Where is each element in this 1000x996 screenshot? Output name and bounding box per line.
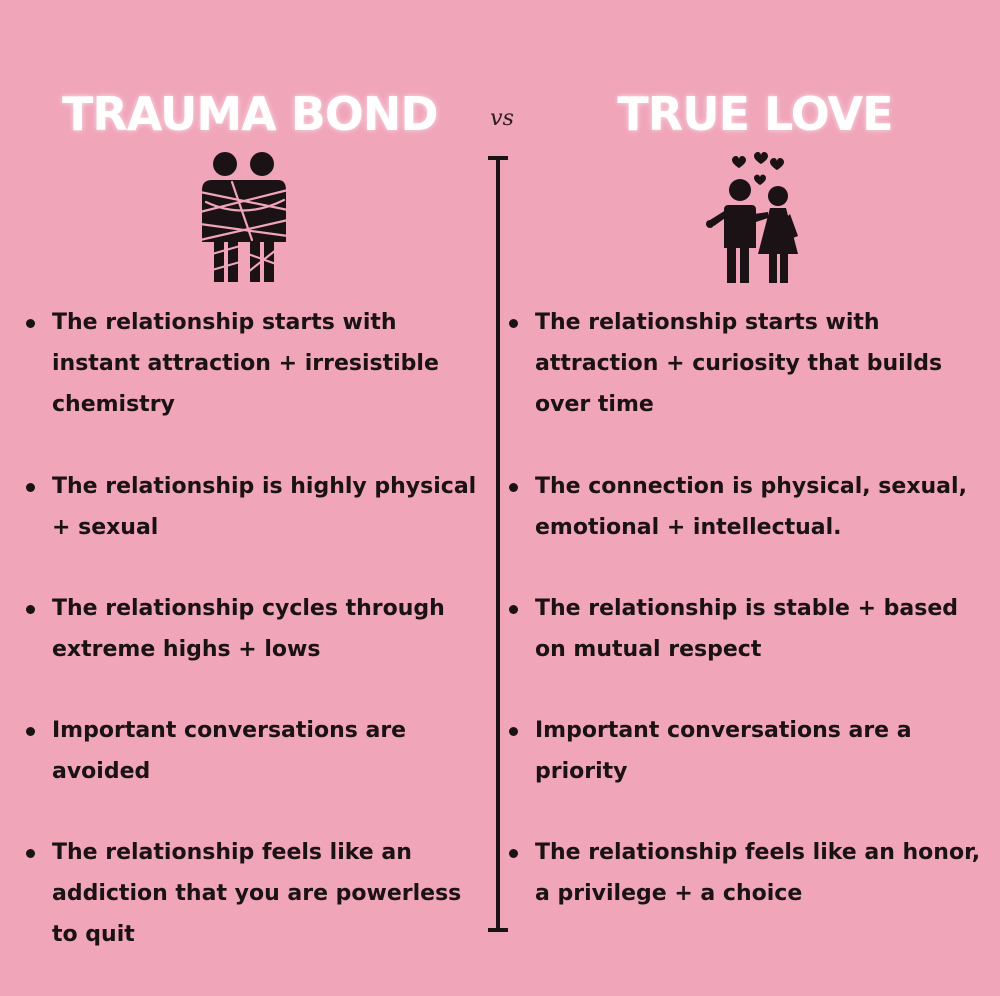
list-item: The relationship feels like an honor, a … (505, 832, 995, 914)
list-item: Important conversations are a priority (505, 710, 995, 792)
true-love-heading: TRUE LOVE (617, 87, 893, 141)
list-item: Important conversations are avoided (22, 710, 492, 792)
list-item: The relationship starts with attraction … (505, 302, 995, 425)
couple-with-hearts-icon (706, 152, 798, 283)
list-item: The relationship cycles through extreme … (22, 588, 492, 670)
trauma-bond-heading: TRAUMA BOND (62, 87, 439, 141)
list-item: The relationship starts with instant att… (22, 302, 492, 425)
list-item: The relationship is stable + based on mu… (505, 588, 995, 670)
list-item: The relationship feels like an addiction… (22, 832, 492, 955)
center-divider (488, 156, 508, 932)
vs-label: vs (490, 106, 514, 131)
wrapped-couple-icon (198, 152, 290, 282)
list-item: The relationship is highly physical + se… (22, 466, 492, 548)
list-item: The connection is physical, sexual, emot… (505, 466, 995, 548)
